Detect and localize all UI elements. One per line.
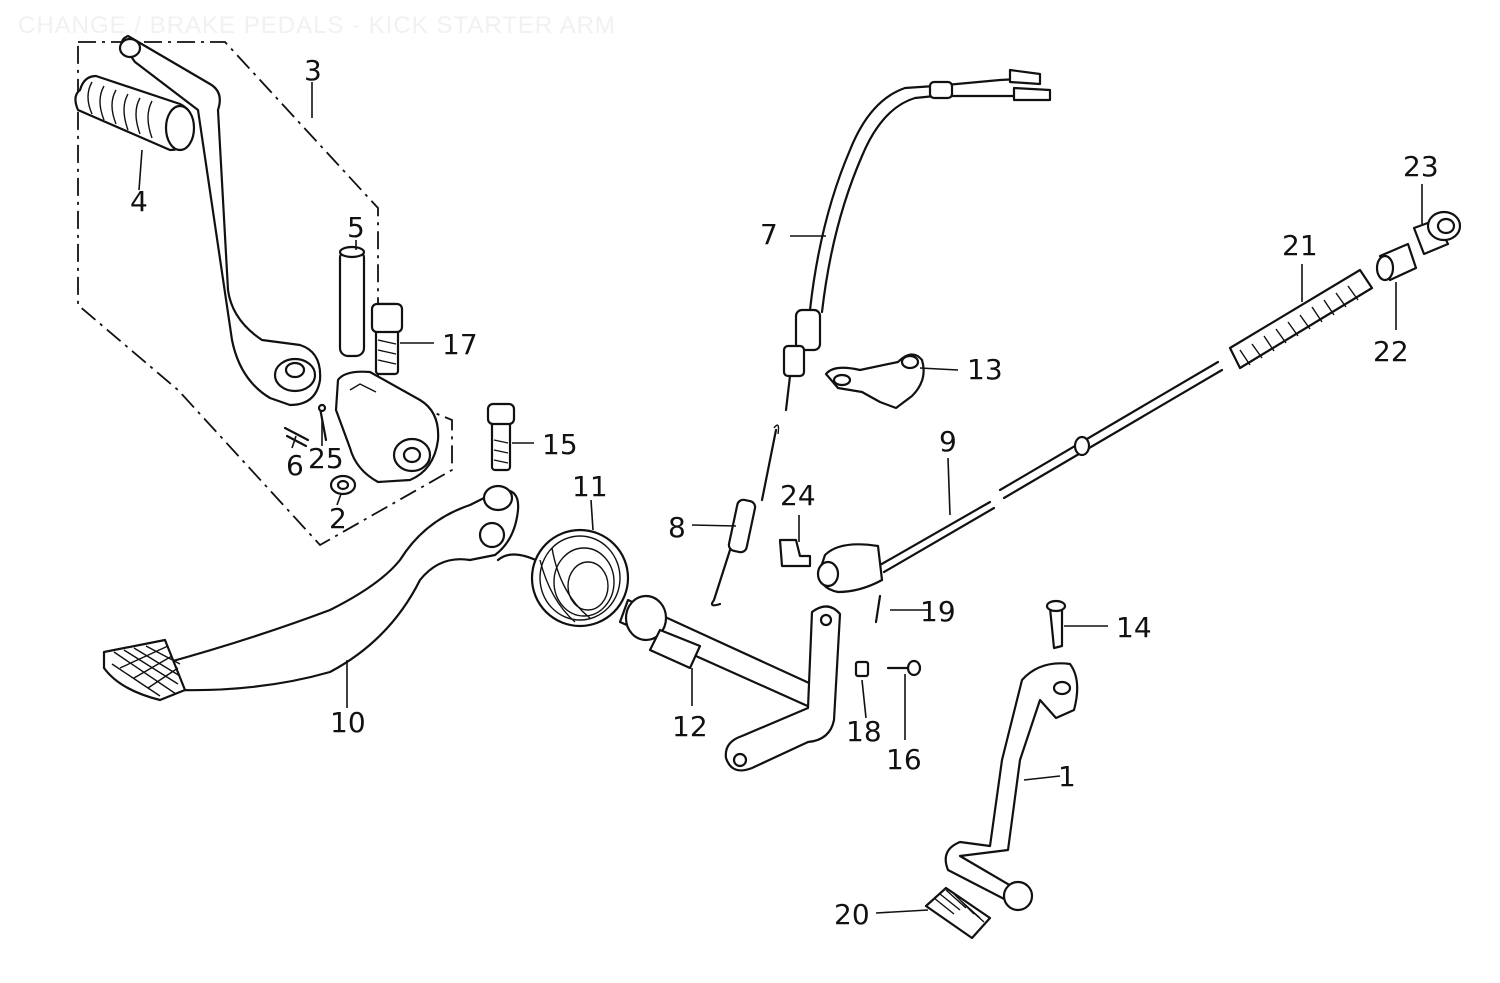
- part-1-kick-arm: [944, 662, 1079, 912]
- part-label-12: 12: [672, 710, 708, 743]
- part-label-10: 10: [330, 706, 366, 739]
- part-label-16: 16: [886, 743, 922, 776]
- part-label-17: 17: [442, 328, 478, 361]
- part-17-bolt: [370, 302, 404, 376]
- part-18-nut: [854, 660, 870, 678]
- diagram-title: CHANGE / BRAKE PEDALS - KICK STARTER ARM: [18, 12, 616, 39]
- part-19-cotter: [874, 594, 882, 624]
- part-label-24: 24: [780, 479, 816, 512]
- part-11-spring: [496, 528, 630, 628]
- part-25-pin: [317, 403, 328, 442]
- part-label-23: 23: [1403, 150, 1439, 183]
- part-label-20: 20: [834, 898, 870, 931]
- part-12-shaft: [618, 594, 842, 772]
- part-label-25: 25: [308, 442, 344, 475]
- part-label-13: 13: [967, 353, 1003, 386]
- part-label-11: 11: [572, 470, 608, 503]
- part-label-1: 1: [1058, 760, 1076, 793]
- part-label-14: 14: [1116, 611, 1152, 644]
- part-label-22: 22: [1373, 335, 1409, 368]
- part-8-spring: [710, 424, 780, 607]
- part-label-2: 2: [329, 502, 347, 535]
- leader-lines: [138, 82, 1423, 914]
- part-9-brake-rod: [816, 360, 1224, 594]
- part-label-4: 4: [130, 185, 148, 218]
- part-16-bolt: [886, 659, 922, 677]
- part-label-7: 7: [760, 218, 778, 251]
- part-13-bracket: [824, 353, 925, 410]
- part-24-pin: [778, 538, 812, 568]
- part-labels: 1 2 3 4 5 6 7 8 9 10 11 12 13 14 15 16 1…: [130, 54, 1439, 931]
- part-2-washer: [329, 474, 357, 496]
- part-label-8: 8: [668, 511, 686, 544]
- part-label-6: 6: [286, 449, 304, 482]
- part-label-19: 19: [920, 595, 956, 628]
- part-label-21: 21: [1282, 229, 1318, 262]
- part-20-kick-rubber: [924, 886, 992, 940]
- part-22-collar: [1375, 242, 1418, 282]
- part-14-bolt: [1045, 599, 1067, 650]
- part-5-pin: [338, 245, 366, 358]
- part-label-5: 5: [347, 211, 365, 244]
- bracket-holder: [334, 370, 440, 484]
- part-3-arm: [118, 34, 322, 407]
- part-10-brake-pedal: [102, 484, 520, 702]
- part-label-3: 3: [304, 54, 322, 87]
- part-label-18: 18: [846, 715, 882, 748]
- part-15-bolt: [486, 402, 516, 472]
- part-label-15: 15: [542, 428, 578, 461]
- part-label-9: 9: [939, 425, 957, 458]
- part-6-cotter-pin: [283, 426, 310, 448]
- part-4-footrest-rubber: [74, 74, 196, 152]
- part-7-cable: [782, 68, 1052, 412]
- part-23-nut: [1412, 210, 1462, 256]
- part-21-spring: [1228, 268, 1374, 370]
